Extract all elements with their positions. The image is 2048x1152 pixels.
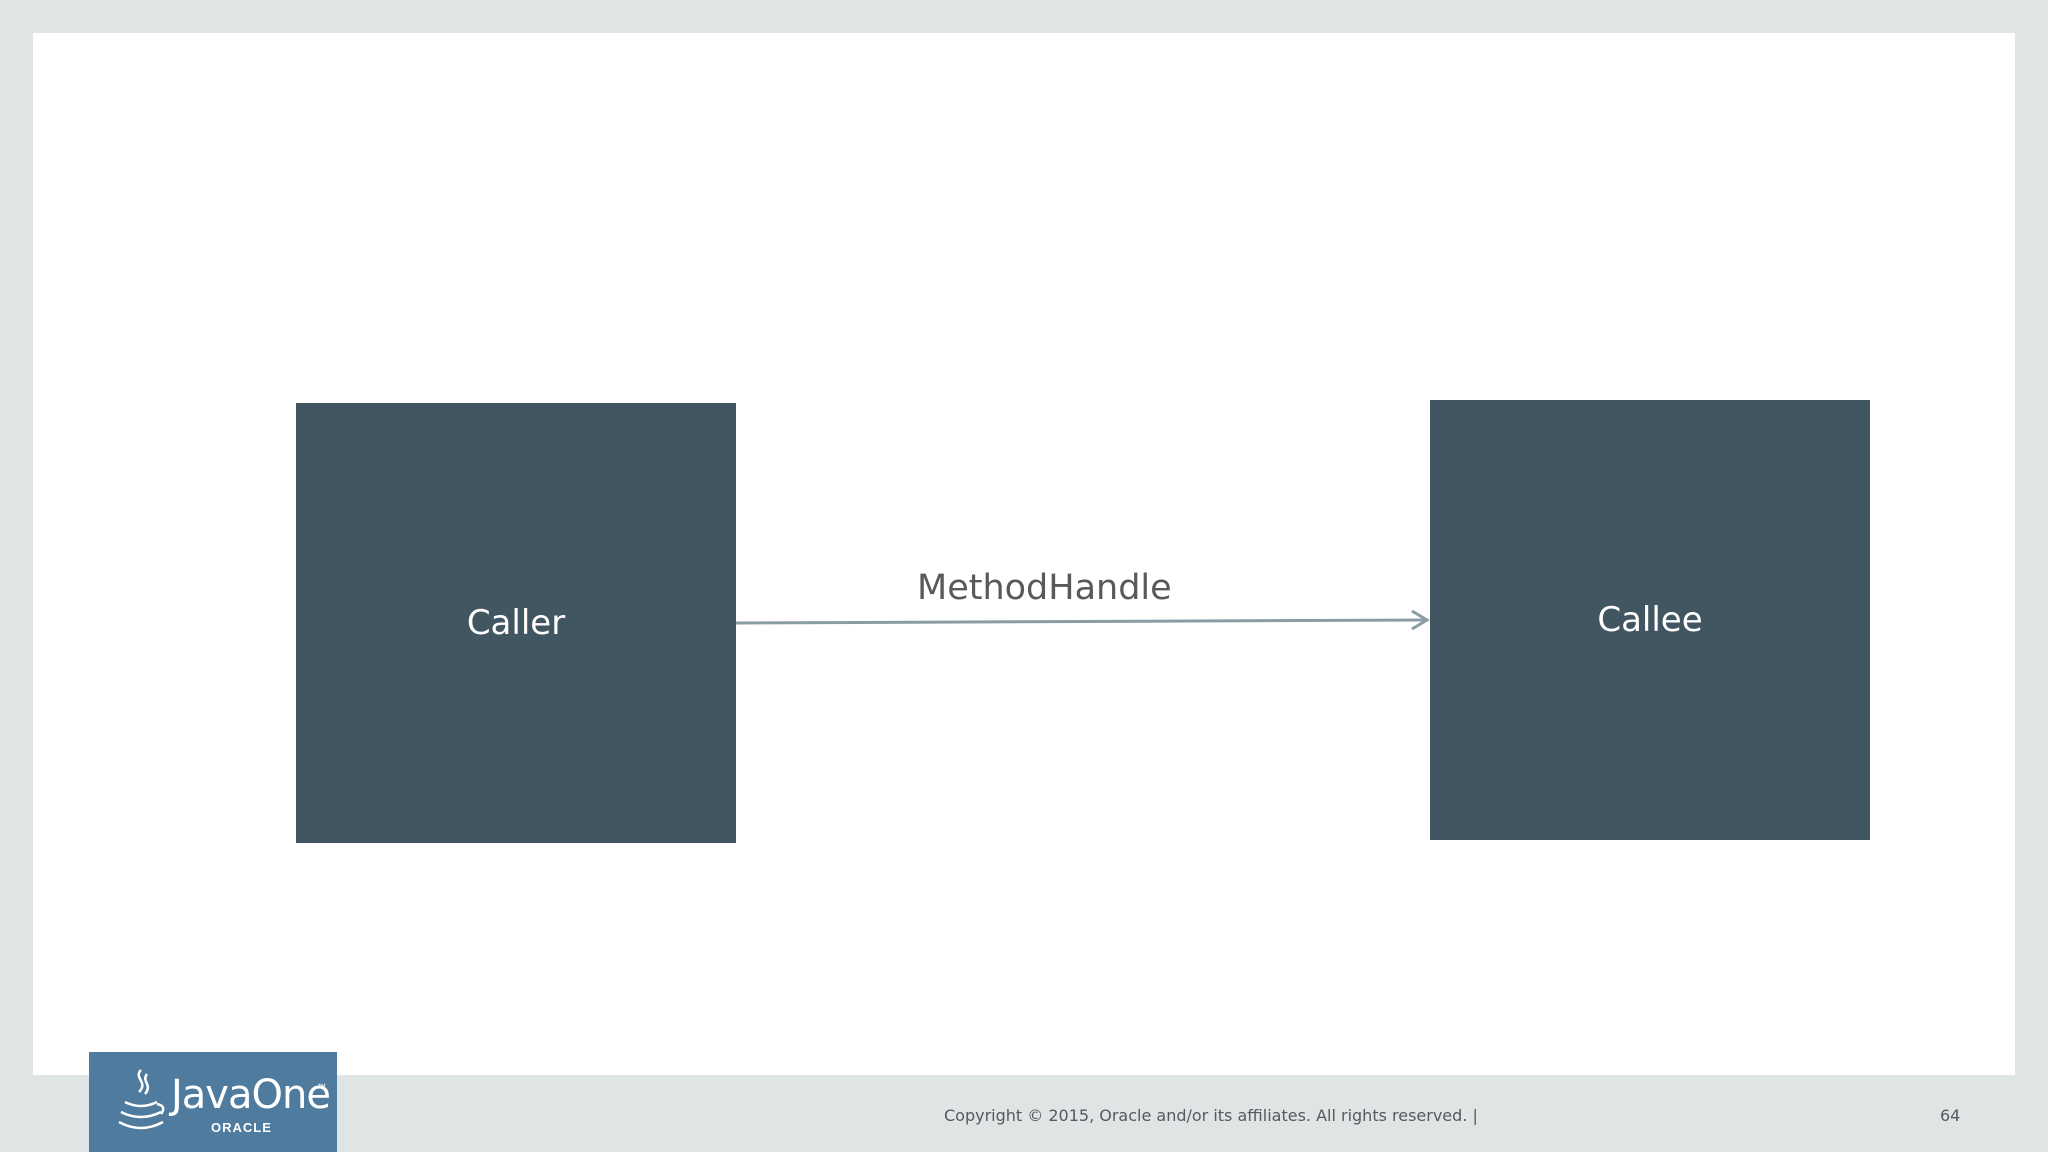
copyright-text: Copyright © 2015, Oracle and/or its affi…: [944, 1106, 1478, 1125]
page-number: 64: [1940, 1106, 1961, 1125]
callee-node: Callee: [1430, 400, 1870, 840]
logo-company: ORACLE: [211, 1120, 272, 1135]
callee-label: Callee: [1597, 600, 1703, 640]
caller-label: Caller: [466, 603, 566, 643]
logo-trademark: ™: [317, 1082, 326, 1092]
java-cup-icon: [118, 1069, 165, 1130]
javaone-logo: JavaOne ™ ORACLE: [89, 1052, 337, 1152]
logo-wordmark: JavaOne: [171, 1072, 331, 1118]
caller-node: Caller: [296, 403, 736, 843]
edge-label-methodhandle: MethodHandle: [917, 568, 1172, 608]
